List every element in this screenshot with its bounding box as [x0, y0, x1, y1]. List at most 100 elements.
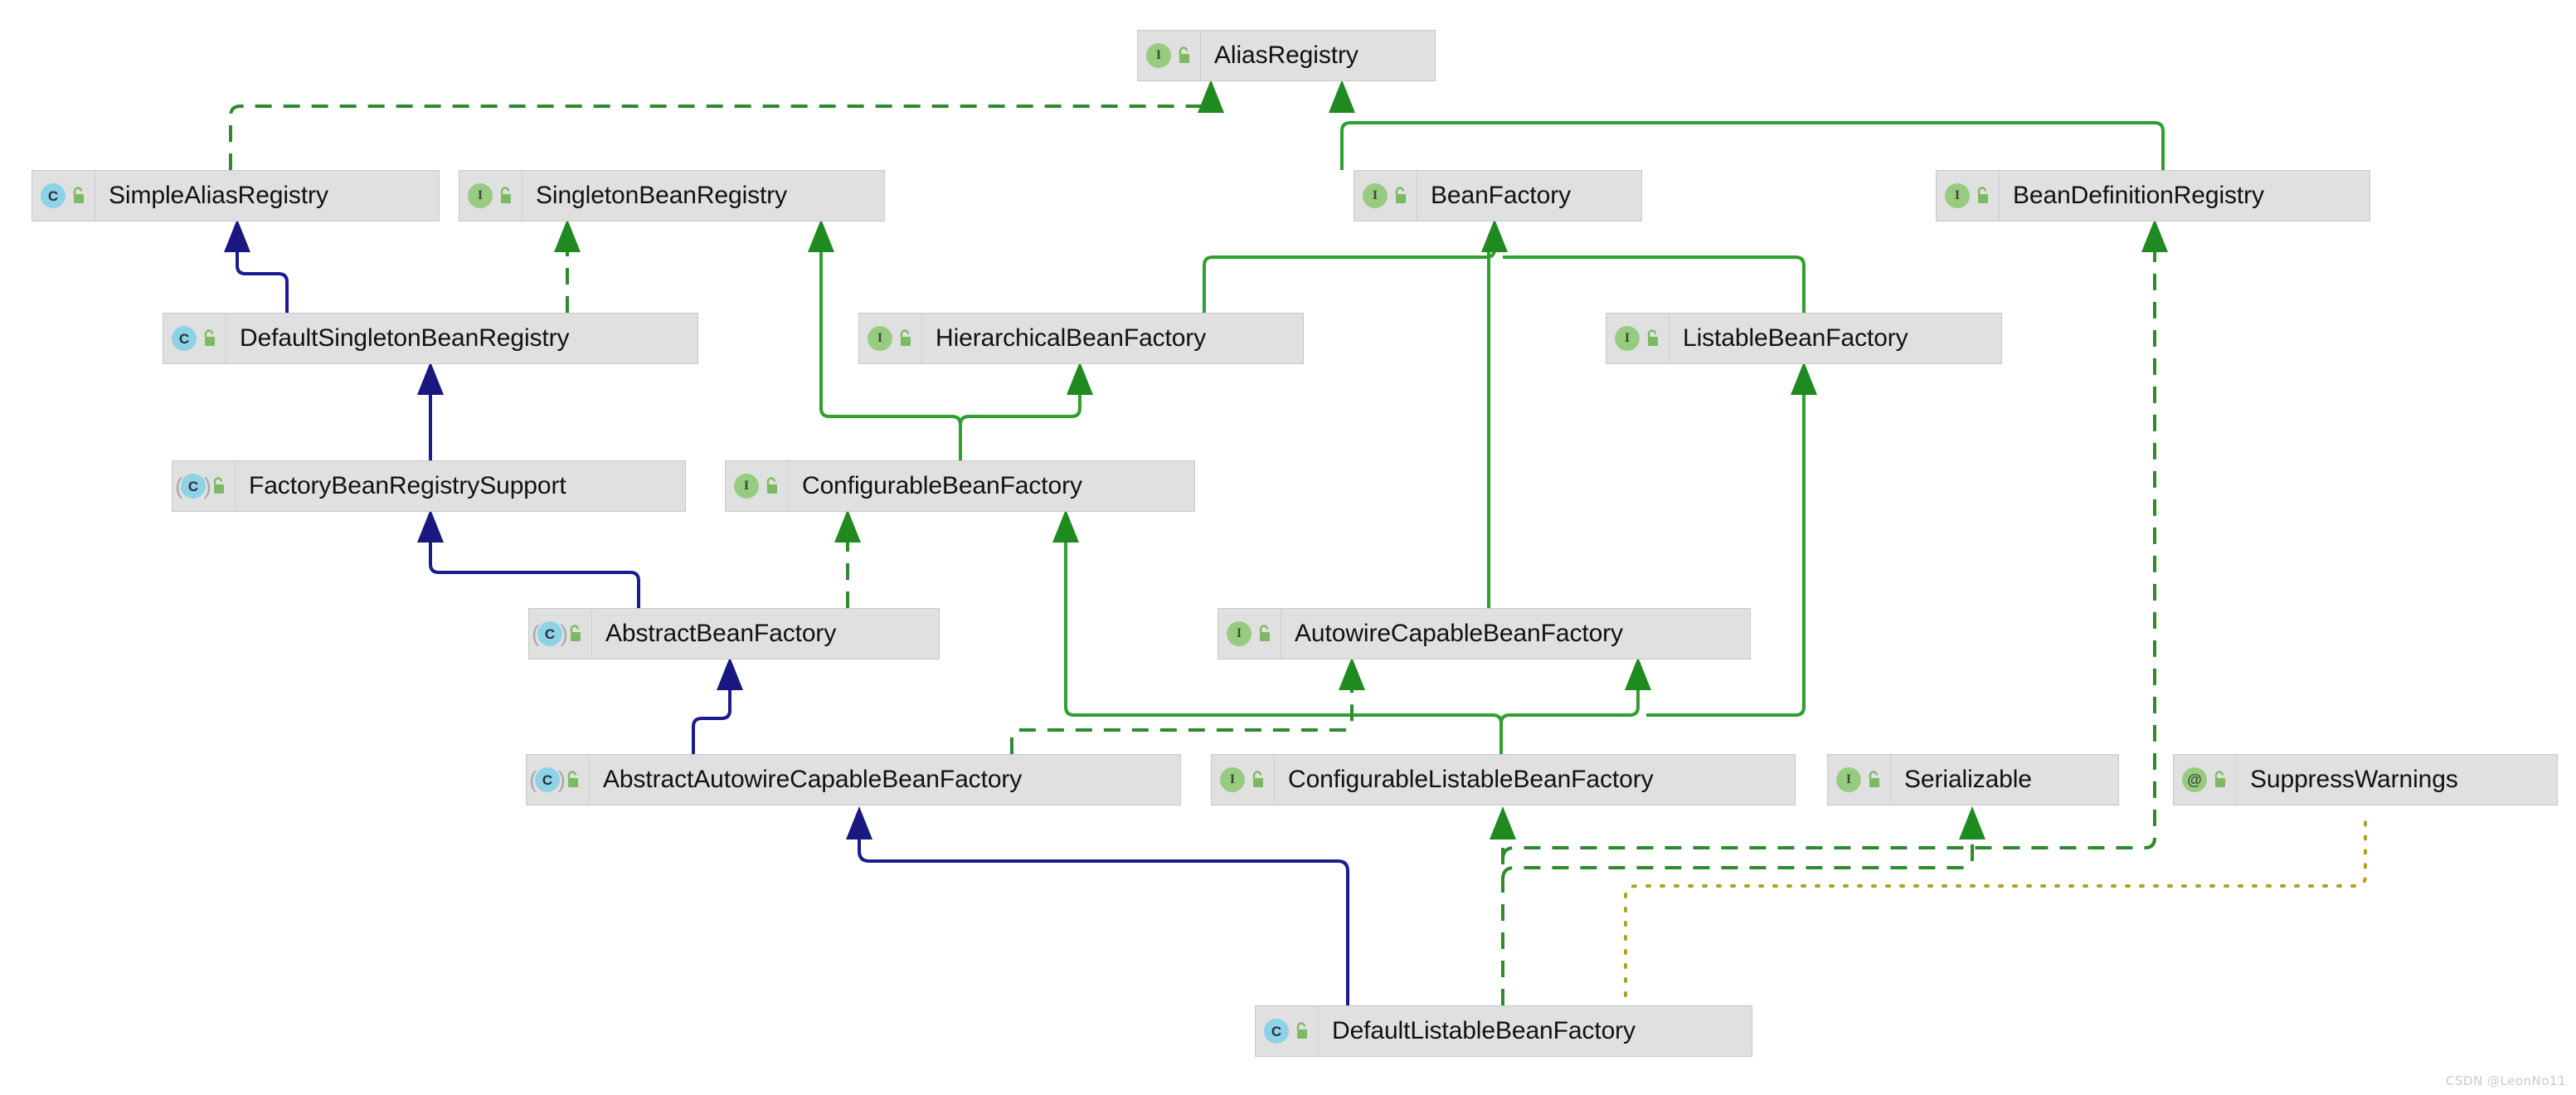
unlocked-padlock-icon — [1647, 329, 1658, 346]
unlocked-padlock-icon — [564, 771, 581, 789]
class-node-beanfactory[interactable]: I BeanFactory — [1354, 170, 1642, 221]
class-node-simplealiasregistry[interactable]: C SimpleAliasRegistry — [32, 170, 440, 221]
class-node-label: BeanDefinitionRegistry — [2013, 182, 2264, 209]
class-node-configurablebeanfactory[interactable]: I ConfigurableBeanFactory — [725, 460, 1195, 512]
abstract-class-icon: C — [175, 474, 211, 499]
unlocked-padlock-icon — [1865, 771, 1882, 789]
unlocked-padlock-icon — [1392, 187, 1408, 205]
interface-icon: I — [1945, 183, 1970, 208]
node-icon-group: C — [32, 171, 95, 221]
arrowhead-singletonbeanregistry-from-dsbr — [554, 219, 581, 252]
unlocked-padlock-icon — [1644, 329, 1660, 348]
class-node-serializable[interactable]: I Serializable — [1827, 754, 2119, 805]
node-icon-group: C — [527, 755, 590, 805]
unlocked-padlock-icon — [1395, 187, 1406, 203]
class-node-label: SuppressWarnings — [2250, 766, 2458, 793]
class-node-label: ConfigurableBeanFactory — [802, 472, 1082, 499]
class-node-autowirecapablebeanfactory[interactable]: I AutowireCapableBeanFactory — [1218, 608, 1751, 659]
class-node-label: ConfigurableListableBeanFactory — [1288, 766, 1654, 793]
abstract-class-icon: C — [532, 621, 568, 646]
edge-listablebeanfactory-extends-beanfactory — [1503, 256, 1806, 313]
class-node-label: SingletonBeanRegistry — [536, 182, 788, 209]
class-node-aliasregistry[interactable]: I AliasRegistry — [1137, 30, 1436, 81]
arrowhead-configurablebeanfactory-from-clbf — [1052, 509, 1079, 543]
node-icon-group: I — [1937, 171, 2000, 221]
arrowhead-aliasregistry-from-bdr — [1329, 80, 1355, 113]
class-node-label: BeanFactory — [1431, 182, 1571, 209]
arrowhead-factorybeanregistrysupport-from-abf — [417, 509, 444, 543]
interface-icon: I — [734, 474, 759, 499]
class-node-label: SimpleAliasRegistry — [109, 182, 328, 209]
edge-defaultlistablebeanfactory-annotated-suppresswarnings — [1624, 815, 2367, 997]
class-node-label: AbstractAutowireCapableBeanFactory — [603, 766, 1023, 793]
arrowhead-aliasregistry-from-sar — [1198, 80, 1224, 113]
unlocked-padlock-icon — [1869, 771, 1879, 787]
interface-icon: I — [1227, 621, 1252, 646]
class-icon: C — [172, 326, 197, 351]
edge-simplealiasregistry-implements-aliasregistry — [229, 83, 1213, 170]
arrowhead-autowirecapablebeanfactory-from-clbf — [1625, 657, 1651, 690]
interface-icon: I — [1363, 183, 1388, 208]
unlocked-padlock-icon — [201, 329, 217, 348]
class-node-beandefinitionregistry[interactable]: I BeanDefinitionRegistry — [1936, 170, 2370, 221]
interface-icon: I — [468, 183, 493, 208]
node-icon-group: I — [1828, 755, 1891, 805]
class-node-label: AutowireCapableBeanFactory — [1295, 620, 1623, 647]
interface-icon: I — [1615, 326, 1640, 351]
arrowhead-beandefinitionregistry-from-dlbf — [2141, 219, 2168, 252]
unlocked-padlock-icon — [1259, 625, 1270, 641]
edge-configurablelistablebeanfactory-extends-autowirecapablebeanfactory — [1499, 667, 1640, 754]
unlocked-padlock-icon — [204, 329, 215, 346]
class-node-factorybeanregistrysupport[interactable]: CFactoryBeanRegistrySupport — [172, 460, 686, 512]
node-icon-group: I — [459, 171, 522, 221]
abstract-class-icon: C — [529, 767, 566, 792]
unlocked-padlock-icon — [1175, 46, 1192, 65]
class-icon: C — [1264, 1019, 1289, 1044]
class-node-label: DefaultSingletonBeanRegistry — [240, 324, 570, 352]
class-node-listablebeanfactory[interactable]: I ListableBeanFactory — [1606, 313, 2002, 364]
class-node-abstractautowirecapablebeanfactory[interactable]: C AbstractAutowireCapableBeanFactory — [526, 754, 1181, 805]
class-node-label: ListableBeanFactory — [1683, 324, 1908, 352]
unlocked-padlock-icon — [1249, 771, 1266, 789]
class-node-suppresswarnings[interactable]: @SuppressWarnings — [2173, 754, 2558, 805]
arrowhead-configurablebeanfactory-from-abf — [834, 509, 861, 543]
unlocked-padlock-icon — [766, 477, 777, 494]
class-node-label: Serializable — [1904, 766, 2032, 793]
class-node-label: AbstractBeanFactory — [605, 620, 837, 647]
unlocked-padlock-icon — [1179, 46, 1189, 63]
node-icon-group: I — [859, 314, 922, 363]
class-node-label: DefaultListableBeanFactory — [1332, 1017, 1636, 1044]
class-node-defaultsingletonbeanregistry[interactable]: C DefaultSingletonBeanRegistry — [163, 313, 698, 364]
unlocked-padlock-icon — [500, 187, 511, 203]
arrowhead-simplealiasregistry-from-dsbr — [224, 219, 250, 252]
edge-defaultlistablebeanfactory-implements-serializable — [1501, 840, 1974, 880]
arrowhead-configurablelistablebeanfactory-from-dlbf — [1490, 806, 1516, 840]
unlocked-padlock-icon — [2214, 771, 2225, 787]
arrowhead-defaultsingletonbeanregistry-from-fbrs — [417, 362, 444, 395]
node-icon-group: I — [1212, 755, 1275, 805]
arrowhead-hierarchicalbeanfactory-from-cbf — [1067, 362, 1093, 395]
arrowhead-abstractautowirecapablebeanfactory-from-dlbf — [846, 806, 872, 840]
unlocked-padlock-icon — [73, 187, 84, 203]
class-node-singletonbeanregistry[interactable]: I SingletonBeanRegistry — [459, 170, 885, 221]
unlocked-padlock-icon — [1296, 1022, 1307, 1039]
node-icon-group: I — [1606, 314, 1670, 363]
node-icon-group: I — [1138, 31, 1201, 80]
class-node-label: AliasRegistry — [1214, 41, 1358, 69]
unlocked-padlock-icon — [210, 477, 226, 495]
node-icon-group: C — [173, 461, 236, 511]
edge-abstractautowirecapablebeanfactory-extends-abstractbeanfactory — [692, 667, 731, 754]
unlocked-padlock-icon — [897, 329, 913, 348]
unlocked-padlock-icon — [1974, 187, 1990, 205]
edge-configurablelistablebeanfactory-extends-listablebeanfactory — [1646, 372, 1806, 717]
arrowhead-listablebeanfactory-from-clbf — [1791, 362, 1817, 395]
unlocked-padlock-icon — [1293, 1022, 1310, 1040]
class-node-defaultlistablebeanfactory[interactable]: C DefaultListableBeanFactory — [1255, 1005, 1752, 1057]
unlocked-padlock-icon — [1252, 771, 1263, 787]
node-icon-group: C — [163, 314, 226, 363]
class-node-configurablelistablebeanfactory[interactable]: I ConfigurableListableBeanFactory — [1211, 754, 1796, 805]
class-node-abstractbeanfactory[interactable]: C AbstractBeanFactory — [528, 608, 940, 659]
